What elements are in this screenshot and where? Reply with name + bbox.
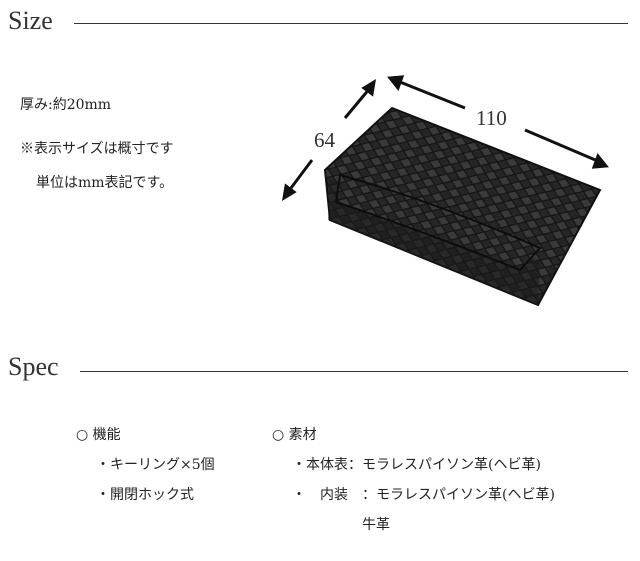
spec-divider xyxy=(80,371,628,372)
size-heading: Size xyxy=(8,6,53,35)
material-title: ○ 素材 xyxy=(272,427,317,443)
function-item: ・キーリング×5個 xyxy=(96,457,215,473)
spec-heading: Spec xyxy=(8,352,59,381)
material-item: 牛革 xyxy=(362,517,390,533)
size-note-2: 単位はmm表記です。 xyxy=(36,175,174,191)
width-dimension-label: 110 xyxy=(476,106,507,130)
size-note-1: ※表示サイズは概寸です xyxy=(20,141,174,157)
function-item: ・開閉ホック式 xyxy=(96,487,194,503)
material-item: ・ 内装 ：モラレスパイソン革(ヘビ革) xyxy=(292,487,555,503)
height-arrow-top xyxy=(343,87,372,119)
width-arrow-right xyxy=(524,128,601,164)
height-arrow-bottom xyxy=(286,159,314,193)
function-title: ○ 機能 xyxy=(76,427,121,443)
width-arrow-left xyxy=(394,78,466,110)
size-divider xyxy=(74,23,628,24)
thickness-text: 厚み:約20mm xyxy=(20,97,112,113)
wallet-photo xyxy=(323,106,602,307)
height-dimension-label: 64 xyxy=(314,128,335,152)
material-item: ・本体表：モラレスパイソン革(ヘビ革) xyxy=(292,457,541,473)
